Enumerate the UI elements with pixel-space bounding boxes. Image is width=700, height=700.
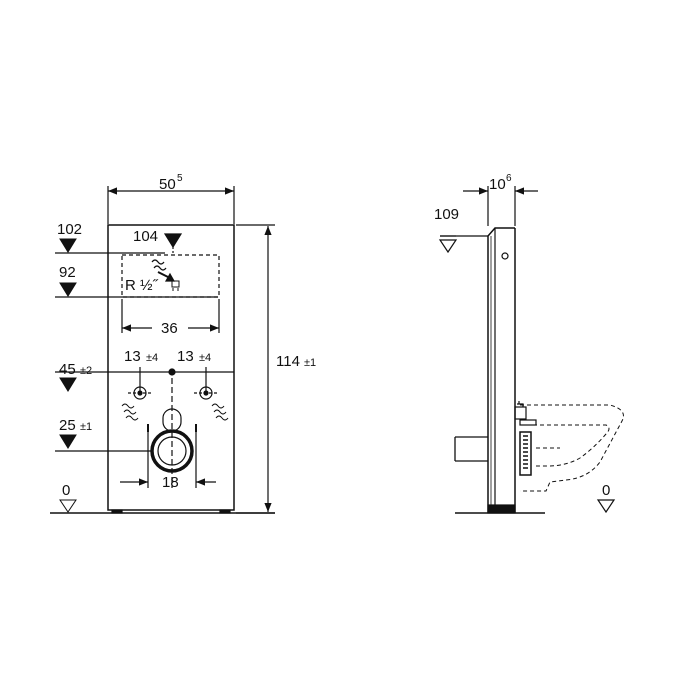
offset-left-value: 13 xyxy=(124,348,141,365)
front-panel-outline xyxy=(107,224,235,511)
right-water-connection xyxy=(194,386,229,421)
dimension-labels: 50 5 114 ±1 102 92 45 ±2 25 ±1 0 104 R ½… xyxy=(57,173,610,499)
level-marker-45 xyxy=(59,377,77,392)
front-foot-left xyxy=(111,509,123,514)
height-tol: ±1 xyxy=(304,357,316,369)
level-25-tol: ±1 xyxy=(80,421,92,433)
center-point xyxy=(168,368,176,376)
side-connector-ribs xyxy=(523,435,528,469)
level-102-label: 102 xyxy=(57,221,82,238)
level-0-side-label: 0 xyxy=(602,482,610,499)
level-marker-104 xyxy=(163,233,183,249)
marker-104-label: 104 xyxy=(133,228,158,245)
level-marker-0-front xyxy=(59,499,77,513)
drain-width-label: 18 xyxy=(162,474,179,491)
side-bracket xyxy=(514,406,527,420)
front-view xyxy=(50,186,275,514)
front-level-markers xyxy=(59,238,77,513)
side-panel-outline xyxy=(487,227,516,513)
depth-value: 10 xyxy=(489,176,506,193)
side-mount-plate xyxy=(519,419,537,426)
level-45-tol: ±2 xyxy=(80,365,92,377)
drain-connection xyxy=(147,378,197,488)
side-panel-base xyxy=(487,504,516,514)
level-marker-25 xyxy=(59,434,77,449)
side-bracket-bolt xyxy=(517,401,524,407)
offset-right-tol: ±4 xyxy=(199,352,211,364)
level-marker-92 xyxy=(59,282,77,297)
water-supply-icon xyxy=(151,259,176,282)
connection-label: R ½˝ xyxy=(125,277,159,294)
level-marker-0-side xyxy=(596,499,616,514)
level-92-label: 92 xyxy=(59,264,76,281)
height-value: 114 xyxy=(276,353,300,370)
depth-sup: 6 xyxy=(506,173,512,184)
level-25-label: 25 xyxy=(59,417,76,434)
side-view xyxy=(440,186,545,514)
width-sup: 5 xyxy=(177,173,183,184)
offset-left-tol: ±4 xyxy=(146,352,158,364)
side-flush-connector xyxy=(519,431,532,476)
level-marker-102 xyxy=(59,238,77,253)
left-water-connection xyxy=(121,386,152,421)
offset-right-value: 13 xyxy=(177,348,194,365)
front-foot-right xyxy=(219,509,231,514)
level-45-label: 45 xyxy=(59,361,76,378)
level-0-front-label: 0 xyxy=(62,482,70,499)
valve-icon xyxy=(171,280,180,291)
width-value: 50 xyxy=(159,176,176,193)
wc-bowl-outline xyxy=(520,404,624,492)
level-109-label: 109 xyxy=(434,206,459,223)
level-marker-109 xyxy=(438,239,458,254)
span-36-label: 36 xyxy=(161,320,178,337)
side-drain-pipe xyxy=(454,436,488,462)
side-panel-hole xyxy=(501,252,509,260)
